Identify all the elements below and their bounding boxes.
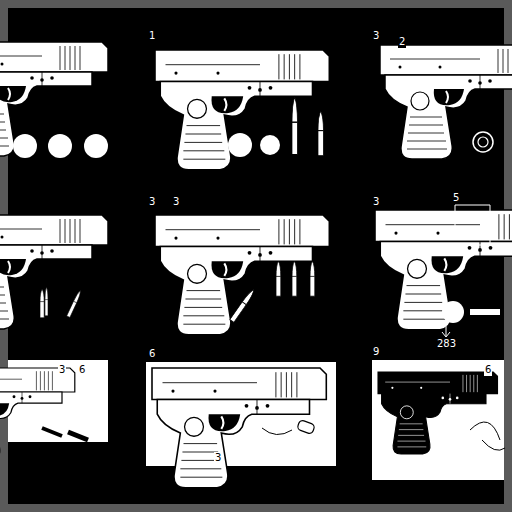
callout-number: 2 bbox=[398, 36, 406, 48]
callout-number: 5 bbox=[452, 192, 460, 204]
callout-number: 6 bbox=[484, 364, 492, 376]
callout-number: 3 bbox=[58, 364, 66, 376]
callout-number: 283 bbox=[436, 338, 457, 350]
callout-number: 6 bbox=[78, 364, 86, 376]
callout-number: 3 bbox=[148, 196, 156, 208]
callout-number: 3 bbox=[372, 196, 380, 208]
callout-number: 3 bbox=[372, 30, 380, 42]
callout-number: 9 bbox=[372, 346, 380, 358]
callout-number: 1 bbox=[148, 30, 156, 42]
callout-number: 3 bbox=[214, 452, 222, 464]
callout-number: 6 bbox=[148, 348, 156, 360]
callout-number: 3 bbox=[172, 196, 180, 208]
